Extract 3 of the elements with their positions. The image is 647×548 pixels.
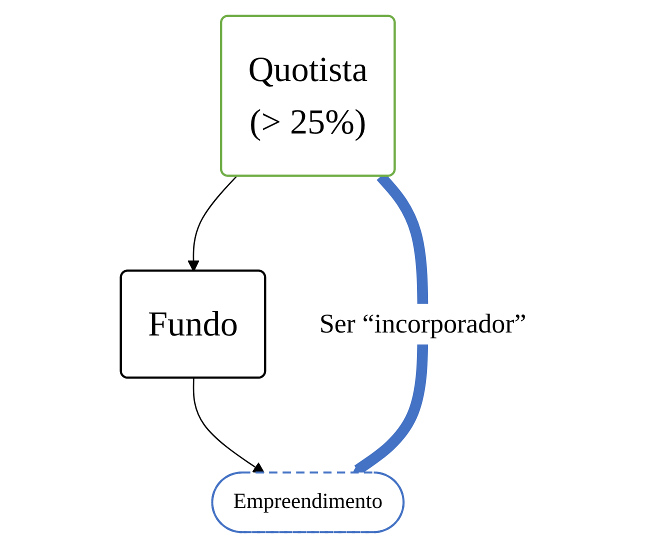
arrow xyxy=(192,378,265,474)
arrow xyxy=(187,176,237,272)
edge-label: Ser “incorporador” xyxy=(319,309,526,340)
